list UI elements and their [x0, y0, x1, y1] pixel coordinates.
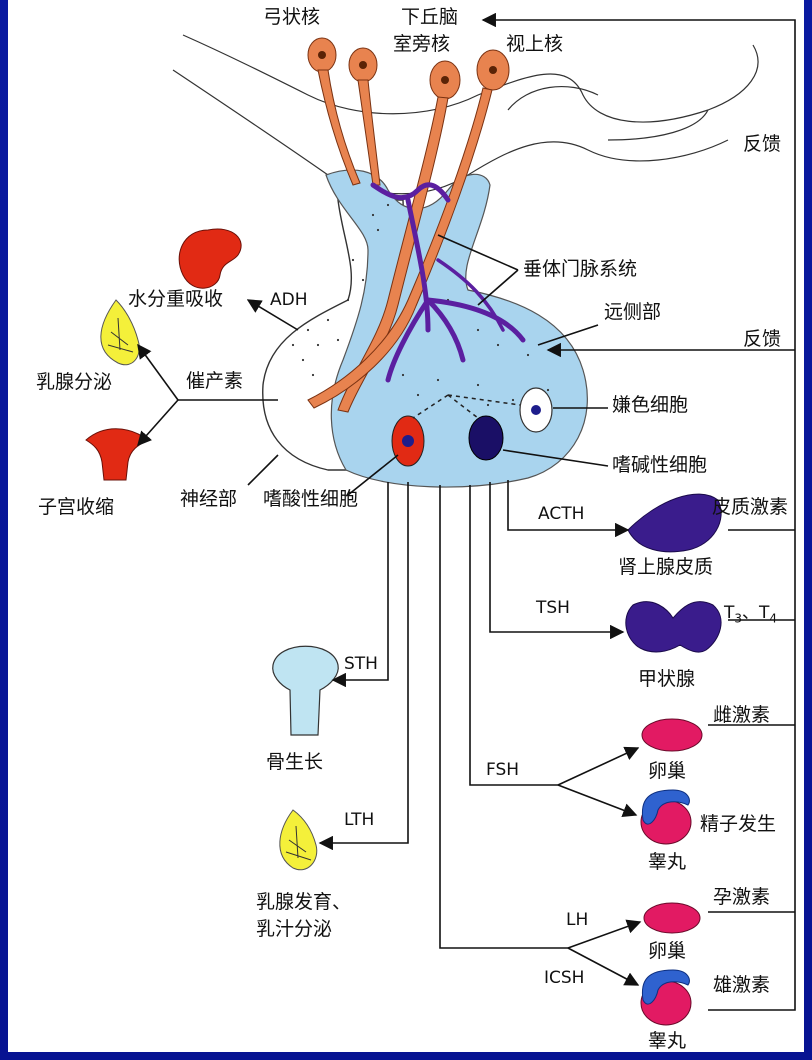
- ovary-2-shape: [644, 903, 700, 933]
- thyroid-shape: [626, 602, 721, 652]
- label-progesterone: 孕激素: [713, 888, 770, 907]
- label-portal-system: 垂体门脉系统: [523, 260, 637, 279]
- label-acidophil: 嗜酸性细胞: [263, 490, 358, 509]
- label-t3-sub: 3: [734, 611, 742, 625]
- testis-2-shape: [641, 970, 691, 1025]
- ovary-1-shape: [642, 719, 702, 751]
- label-icsh: ICSH: [544, 970, 584, 987]
- diagram-panel: 弓状核 下丘脑 室旁核 视上核 反馈 垂体门脉系统 远侧部 反馈 嫌色细胞 嗜碱…: [8, 0, 804, 1052]
- label-t3: T: [724, 603, 734, 623]
- neuron-nuclei: [318, 51, 497, 84]
- label-testis-2: 睾丸: [648, 1032, 686, 1051]
- basophil-cell: [469, 416, 503, 460]
- label-feedback-mid: 反馈: [743, 330, 781, 349]
- label-testis-1: 睾丸: [648, 853, 686, 872]
- mammary-gland-2: [280, 810, 317, 870]
- label-adrenal-cortex: 肾上腺皮质: [618, 558, 713, 577]
- label-sth: STH: [344, 656, 378, 673]
- label-feedback-top: 反馈: [743, 135, 781, 154]
- label-basophil: 嗜碱性细胞: [612, 456, 707, 475]
- label-t3-t4: T3、T4: [724, 605, 777, 624]
- adenohypophysis-shape: [326, 170, 587, 487]
- label-chromophobe: 嫌色细胞: [612, 396, 688, 415]
- label-spermatogenesis: 精子发生: [700, 815, 776, 834]
- label-hypothalamus: 下丘脑: [401, 8, 458, 27]
- label-milk-secretion: 乳腺分泌: [36, 373, 112, 392]
- diagram-graphics: [8, 0, 804, 1052]
- label-water-reabsorption: 水分重吸收: [128, 290, 223, 309]
- label-uterus-contraction: 子宫收缩: [38, 498, 114, 517]
- testis-1-shape: [641, 790, 691, 844]
- label-distal-part: 远侧部: [604, 303, 661, 322]
- label-adh: ADH: [270, 292, 308, 309]
- label-paraventricular-nucleus: 室旁核: [393, 35, 450, 54]
- label-mammary-dev-1: 乳腺发育、: [256, 893, 351, 912]
- label-estrogen: 雌激素: [713, 706, 770, 725]
- label-mammary-dev-2: 乳汁分泌: [256, 920, 332, 939]
- bone-shape: [273, 646, 339, 735]
- label-acth: ACTH: [538, 506, 584, 523]
- label-supraoptic-nucleus: 视上核: [506, 35, 563, 54]
- label-androgen: 雄激素: [713, 976, 770, 995]
- label-tsh: TSH: [536, 600, 570, 617]
- adrenal-shape: [628, 494, 721, 552]
- label-fsh: FSH: [486, 762, 519, 779]
- kidney-shape: [179, 229, 241, 288]
- label-oxytocin: 催产素: [186, 372, 243, 391]
- label-lh: LH: [566, 912, 588, 929]
- label-t4-sub: 4: [769, 611, 777, 625]
- label-cortical-hormone: 皮质激素: [712, 498, 788, 517]
- label-lth: LTH: [344, 812, 374, 829]
- label-arcuate-nucleus: 弓状核: [263, 8, 320, 27]
- label-ovary-2: 卵巢: [648, 942, 686, 961]
- label-ovary-1: 卵巢: [648, 762, 686, 781]
- label-t-sep: 、T: [742, 603, 769, 623]
- label-bone-growth: 骨生长: [266, 753, 323, 772]
- label-thyroid: 甲状腺: [638, 670, 695, 689]
- uterus-shape: [86, 429, 148, 480]
- label-neural-part: 神经部: [180, 490, 237, 509]
